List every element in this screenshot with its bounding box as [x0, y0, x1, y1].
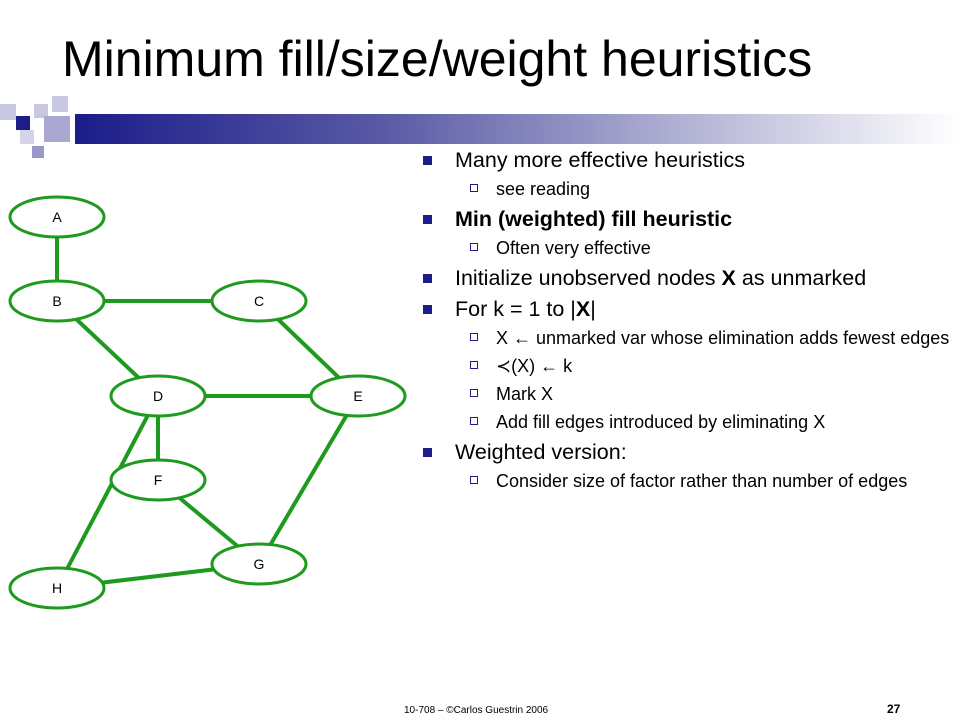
- node-ellipse: [109, 458, 207, 502]
- node-ellipse: [210, 279, 308, 323]
- footer-text: 10-708 – ©Carlos Guestrin 2006: [404, 705, 549, 716]
- node-label: F: [154, 472, 163, 488]
- bullet-initialize: Initialize unobserved nodes X as unmarke…: [422, 266, 952, 290]
- node-f: F: [109, 458, 207, 502]
- sub-bullet-factor-size: Consider size of factor rather than numb…: [422, 471, 952, 491]
- node-label: H: [52, 580, 62, 596]
- node-ellipse: [8, 566, 106, 610]
- sub-bullet-reading: see reading: [422, 179, 952, 199]
- node-c: C: [210, 279, 308, 323]
- bullet-min-fill: Min (weighted) fill heuristic: [422, 207, 952, 231]
- bullet-initialize-text: Initialize unobserved nodes: [455, 266, 722, 290]
- node-label: E: [353, 388, 362, 404]
- sub-bullet-effective: Often very effective: [422, 238, 952, 258]
- node-e: E: [309, 374, 407, 418]
- node-h: H: [8, 566, 106, 610]
- sub-bullet-fill-edges: Add fill edges introduced by eliminating…: [422, 412, 952, 432]
- node-label: C: [254, 293, 264, 309]
- title-decoration: [0, 96, 960, 166]
- sub-bullet-select: X ← unmarked var whose elimination adds …: [422, 328, 952, 348]
- node-b: B: [8, 279, 106, 323]
- sub-bullet-order: ≺(X) ← k: [422, 356, 952, 376]
- bullet-for-loop: For k = 1 to |X|: [422, 297, 952, 321]
- bullet-for-var: X: [575, 297, 591, 321]
- title-gradient-bar: [75, 114, 960, 144]
- node-label: G: [254, 556, 265, 572]
- bullet-list: Many more effective heuristics see readi…: [422, 148, 952, 499]
- edge-e-g: [257, 394, 360, 566]
- node-d: D: [109, 374, 207, 418]
- graph-diagram: A B C D E F G H: [8, 195, 407, 610]
- node-label: D: [153, 388, 163, 404]
- bullet-initialize-tail: as unmarked: [735, 266, 867, 290]
- node-g: G: [210, 542, 308, 586]
- bullet-heuristics: Many more effective heuristics: [422, 148, 952, 172]
- node-a: A: [8, 195, 106, 239]
- page-number: 27: [887, 702, 901, 716]
- edge-d-h: [55, 395, 160, 589]
- node-label: B: [52, 293, 61, 309]
- slide-title: Minimum fill/size/weight heuristics: [62, 31, 813, 87]
- bullet-initialize-var: X: [721, 266, 736, 290]
- node-ellipse: [309, 374, 407, 418]
- bullet-for-text: For k = 1 to |: [455, 297, 576, 321]
- node-label: A: [52, 209, 62, 225]
- bullet-weighted: Weighted version:: [422, 440, 952, 464]
- sub-bullet-mark: Mark X: [422, 384, 952, 404]
- node-ellipse: [8, 195, 106, 239]
- node-ellipse: [210, 542, 308, 586]
- node-ellipse: [109, 374, 207, 418]
- node-ellipse: [8, 279, 106, 323]
- bullet-for-tail: |: [590, 297, 596, 321]
